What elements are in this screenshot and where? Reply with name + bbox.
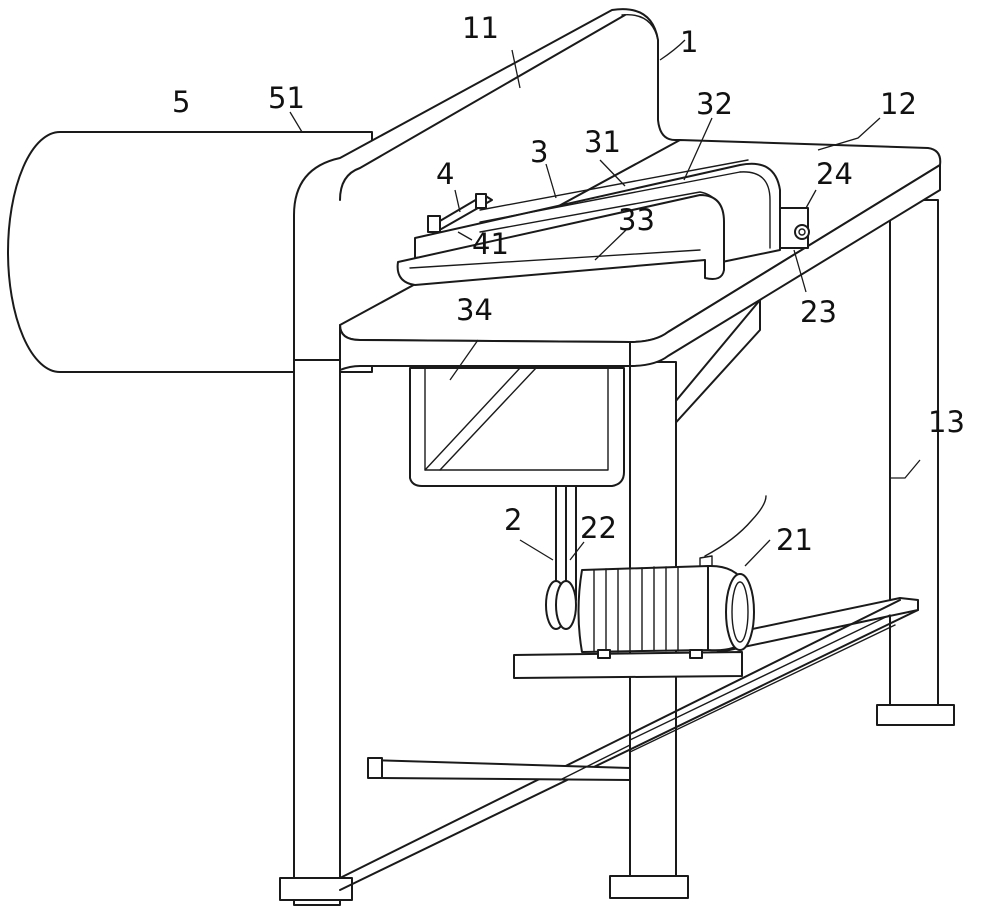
- callout-1: 1: [680, 25, 698, 59]
- callout-22: 22: [580, 511, 617, 545]
- callout-4: 4: [436, 157, 454, 191]
- back-panel: [293, 8, 681, 906]
- right-rear-leg: [876, 199, 955, 726]
- callout-12: 12: [880, 87, 917, 121]
- hopper-chute: [409, 299, 761, 487]
- callout-32: 32: [696, 87, 733, 121]
- callout-41: 41: [472, 227, 509, 261]
- belt-drive: [545, 485, 577, 630]
- guide-fence: [427, 193, 493, 233]
- callout-3: 3: [530, 135, 548, 169]
- callout-34: 34: [456, 293, 493, 327]
- cylinder-drum: [7, 131, 373, 373]
- left-leg: [279, 359, 353, 901]
- callout-33: 33: [618, 203, 655, 237]
- motor: [513, 495, 767, 679]
- callout-2: 2: [504, 503, 522, 537]
- saw-housing: [396, 159, 781, 286]
- callout-51: 51: [268, 81, 305, 115]
- callout-labels: 5 51 11 1 32 12 3 31 24 4 41 33 23 34 13…: [172, 11, 965, 557]
- callout-24: 24: [816, 157, 853, 191]
- leader-lines: [289, 39, 921, 567]
- bearing-block: [779, 207, 810, 249]
- callout-5: 5: [172, 85, 190, 119]
- callout-23: 23: [800, 295, 837, 329]
- callout-21: 21: [776, 523, 813, 557]
- callout-13: 13: [928, 405, 965, 439]
- callout-11: 11: [462, 11, 499, 45]
- callout-31: 31: [584, 125, 621, 159]
- lower-frame: [339, 597, 919, 891]
